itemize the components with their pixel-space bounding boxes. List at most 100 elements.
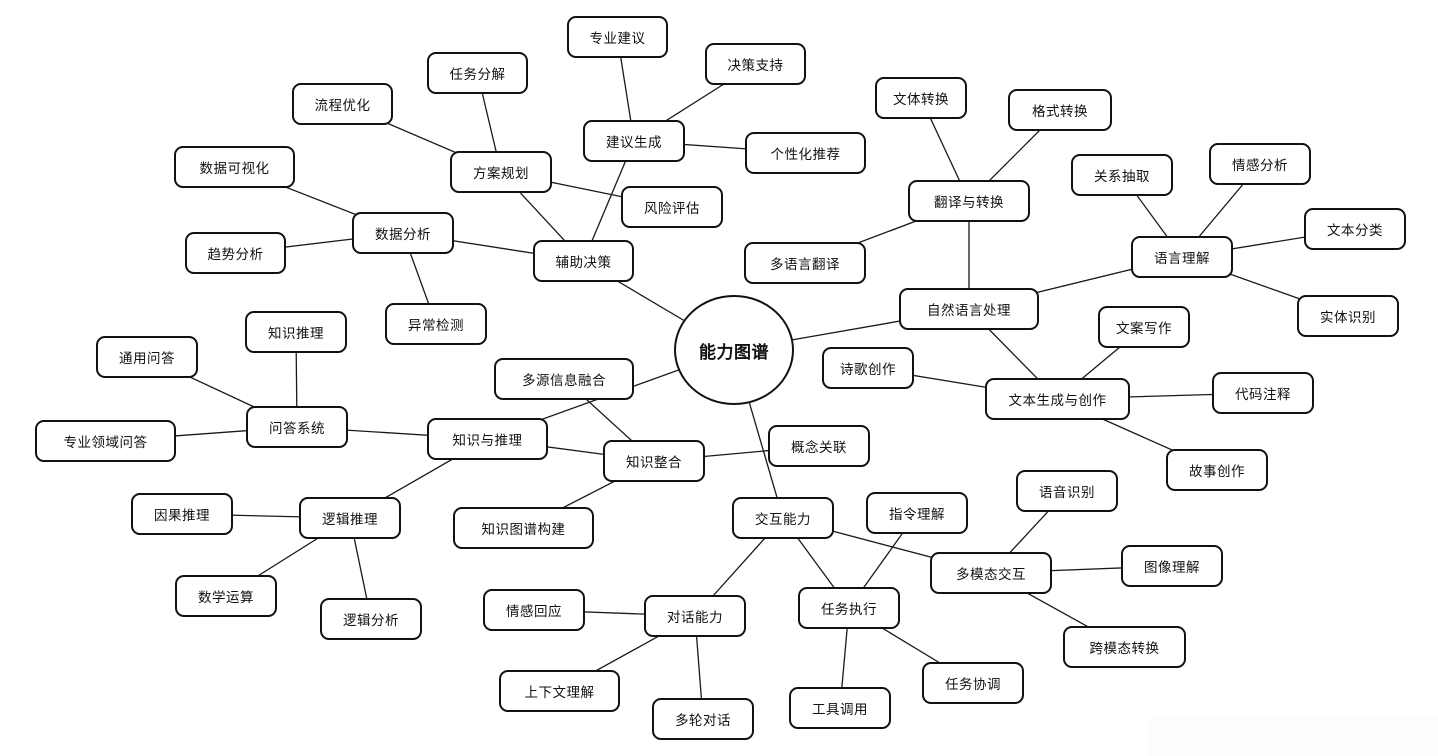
node-label: 个性化推荐	[770, 147, 841, 163]
node-label: 实体识别	[1320, 310, 1376, 326]
node-label: 异常检测	[408, 318, 464, 334]
node-label: 指令理解	[889, 507, 945, 523]
node-logic[interactable]: 逻辑推理	[299, 497, 401, 539]
node-cls[interactable]: 文本分类	[1304, 208, 1406, 250]
node-label: 知识图谱构建	[481, 522, 566, 538]
node-label: 通用问答	[119, 351, 175, 367]
node-ctx[interactable]: 上下文理解	[499, 670, 620, 712]
node-kg[interactable]: 知识图谱构建	[453, 507, 594, 549]
node-ner[interactable]: 实体识别	[1297, 295, 1399, 337]
node-label: 任务执行	[821, 602, 877, 618]
node-trend[interactable]: 趋势分析	[185, 232, 286, 274]
node-nlp[interactable]: 自然语言处理	[899, 288, 1039, 330]
node-fmt[interactable]: 格式转换	[1008, 89, 1112, 131]
node-label: 自然语言处理	[927, 303, 1011, 319]
node-math[interactable]: 数学运算	[175, 575, 277, 617]
node-qa[interactable]: 问答系统	[246, 406, 348, 448]
node-label: 数学运算	[198, 590, 254, 606]
node-label: 文体转换	[893, 92, 949, 108]
node-sugg[interactable]: 建议生成	[583, 120, 685, 162]
node-code[interactable]: 代码注释	[1212, 372, 1314, 414]
node-label: 代码注释	[1235, 387, 1291, 403]
node-fuse[interactable]: 多源信息融合	[494, 358, 634, 400]
node-tool[interactable]: 工具调用	[789, 687, 891, 729]
node-emor[interactable]: 情感回应	[483, 589, 585, 631]
node-label: 交互能力	[755, 512, 811, 528]
node-dial[interactable]: 对话能力	[644, 595, 746, 637]
node-kreason[interactable]: 知识推理	[245, 311, 347, 353]
node-cause[interactable]: 因果推理	[131, 493, 233, 535]
node-label: 数据分析	[375, 227, 431, 243]
node-plan[interactable]: 方案规划	[450, 151, 552, 193]
node-label: 任务分解	[449, 67, 506, 83]
node-label: 决策支持	[727, 58, 784, 74]
node-gqa[interactable]: 通用问答	[96, 336, 198, 378]
node-label: 故事创作	[1189, 464, 1245, 480]
node-coord[interactable]: 任务协调	[922, 662, 1024, 704]
node-aux[interactable]: 辅助决策	[533, 240, 634, 282]
node-label: 格式转换	[1032, 104, 1088, 120]
node-label: 能力图谱	[699, 342, 769, 363]
node-label: 跨模态转换	[1089, 641, 1160, 657]
node-multi[interactable]: 多语言翻译	[744, 242, 866, 284]
node-instr[interactable]: 指令理解	[866, 492, 968, 534]
node-lana[interactable]: 逻辑分析	[320, 598, 422, 640]
node-label: 关系抽取	[1094, 169, 1150, 185]
node-label: 流程优化	[314, 98, 371, 114]
node-label: 多源信息融合	[522, 373, 606, 389]
node-label: 翻译与转换	[934, 195, 1004, 211]
node-label: 文案写作	[1116, 321, 1172, 337]
node-dqa[interactable]: 专业领域问答	[35, 420, 176, 462]
root-node[interactable]: 能力图谱	[674, 295, 794, 405]
node-label: 文本生成与创作	[1008, 393, 1107, 409]
node-gen[interactable]: 文本生成与创作	[985, 378, 1130, 420]
node-emo[interactable]: 情感分析	[1209, 143, 1311, 185]
node-task[interactable]: 任务分解	[427, 52, 528, 94]
node-label: 语音识别	[1039, 485, 1095, 501]
corner-fade	[1148, 716, 1438, 756]
node-label: 逻辑推理	[322, 512, 378, 528]
node-kr[interactable]: 知识与推理	[427, 418, 548, 460]
node-dec[interactable]: 决策支持	[705, 43, 806, 85]
node-inter[interactable]: 交互能力	[732, 497, 834, 539]
node-label: 对话能力	[667, 610, 723, 626]
node-concept[interactable]: 概念关联	[768, 425, 870, 467]
node-label: 辅助决策	[555, 255, 612, 271]
node-label: 工具调用	[812, 702, 868, 718]
node-label: 语言理解	[1154, 251, 1210, 267]
node-rel[interactable]: 关系抽取	[1071, 154, 1173, 196]
node-label: 上下文理解	[524, 685, 595, 701]
node-img[interactable]: 图像理解	[1121, 545, 1223, 587]
node-style[interactable]: 文体转换	[875, 77, 967, 119]
node-pers[interactable]: 个性化推荐	[745, 132, 866, 174]
node-label: 趋势分析	[207, 247, 264, 263]
node-label: 诗歌创作	[840, 362, 896, 378]
node-xmod[interactable]: 跨模态转换	[1063, 626, 1186, 668]
node-exec[interactable]: 任务执行	[798, 587, 900, 629]
node-label: 多模态交互	[956, 567, 1026, 583]
node-risk[interactable]: 风险评估	[621, 186, 723, 228]
node-viz[interactable]: 数据可视化	[174, 146, 295, 188]
node-data[interactable]: 数据分析	[352, 212, 454, 254]
node-poem[interactable]: 诗歌创作	[822, 347, 914, 389]
node-pro[interactable]: 专业建议	[567, 16, 668, 58]
node-label: 专业建议	[589, 31, 646, 47]
node-mturn[interactable]: 多轮对话	[652, 698, 754, 740]
node-copy[interactable]: 文案写作	[1098, 306, 1190, 348]
node-label: 专业领域问答	[63, 435, 148, 451]
node-kint[interactable]: 知识整合	[603, 440, 705, 482]
node-story[interactable]: 故事创作	[1166, 449, 1268, 491]
node-label: 知识推理	[268, 326, 324, 342]
node-label: 任务协调	[945, 677, 1001, 693]
node-asr[interactable]: 语音识别	[1016, 470, 1118, 512]
node-lu[interactable]: 语言理解	[1131, 236, 1233, 278]
node-anom[interactable]: 异常检测	[385, 303, 487, 345]
node-label: 文本分类	[1327, 223, 1383, 239]
node-trans[interactable]: 翻译与转换	[908, 180, 1030, 222]
node-label: 概念关联	[791, 440, 847, 456]
node-mm[interactable]: 多模态交互	[930, 552, 1052, 594]
node-label: 知识整合	[626, 455, 682, 471]
node-flow[interactable]: 流程优化	[292, 83, 393, 125]
node-label: 建议生成	[606, 135, 662, 151]
